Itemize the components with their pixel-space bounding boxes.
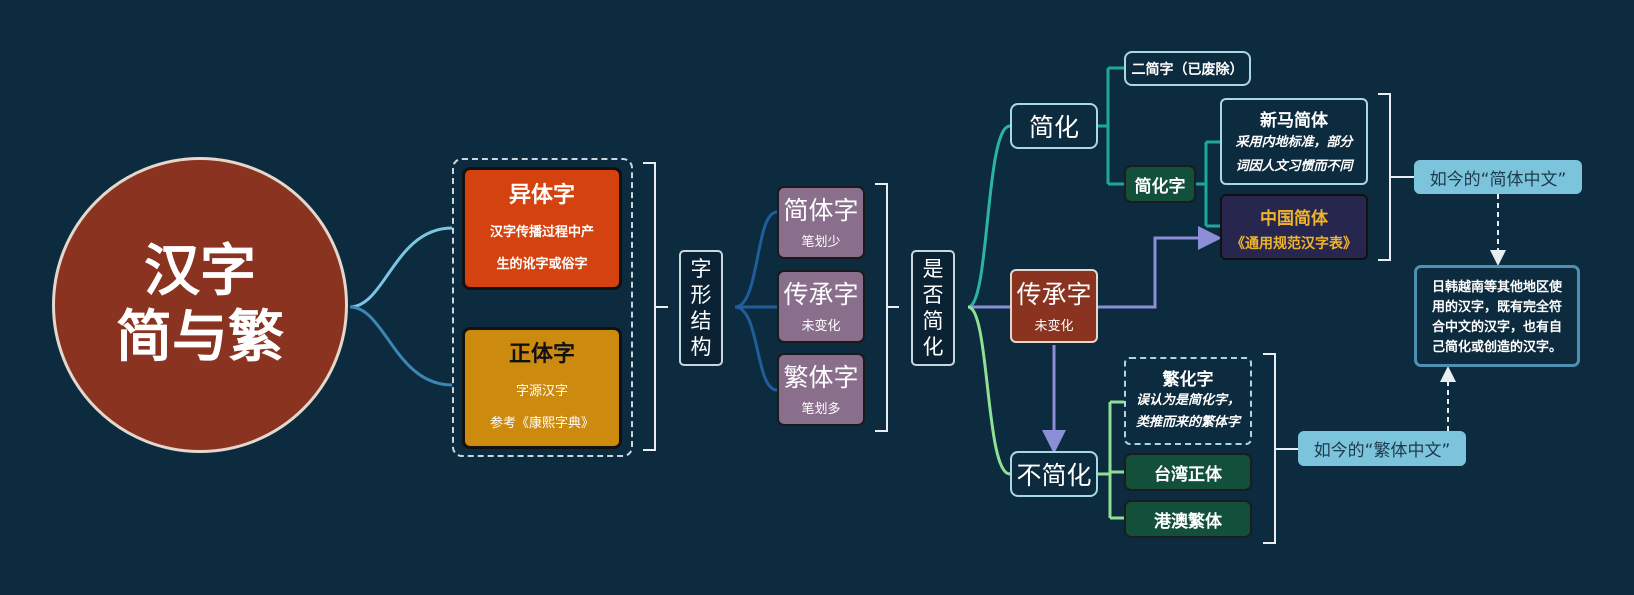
structure-char: 形 [690, 283, 712, 307]
traditional-glyph-title: 繁体字 [783, 363, 859, 392]
fanhua-desc2: 类推而来的繁体字 [1135, 415, 1240, 430]
variant-desc2: 生的讹字或俗字 [496, 256, 588, 272]
xinma-title: 新马简体 [1260, 111, 1328, 131]
structure-char: 构 [690, 335, 712, 359]
root-node-hanzi: 汉字 简与繁 [52, 157, 348, 453]
taiwan-node: 台湾正体 [1124, 453, 1252, 491]
fanhua-title: 繁化字 [1162, 370, 1214, 390]
simplified-glyph-title: 简体字 [783, 196, 859, 225]
china-simplified-sub: 《通用规范汉字表》 [1231, 236, 1357, 252]
inherited-mid-sub: 未变化 [1034, 318, 1074, 334]
simplify-q-char: 简 [922, 309, 944, 333]
note-line4: 己简化或创造的汉字。 [1431, 340, 1562, 355]
simplified-glyph-sub: 笔划少 [801, 235, 841, 250]
simplified-chinese-label: 如今的“简体中文” [1429, 169, 1567, 190]
not-simplify-label: 不简化 [1016, 461, 1092, 490]
variant-character-node: 异体字 汉字传播过程中产 生的讹字或俗字 [462, 167, 622, 290]
inherited-glyph-title: 传承字 [783, 280, 859, 309]
root-line2: 简与繁 [116, 305, 284, 370]
standard-character-node: 正体字 字源汉字 参考《康熙字典》 [462, 327, 622, 449]
simplified-glyph-node: 简体字 笔划少 [777, 186, 865, 259]
simplified-chinese-pill: 如今的“简体中文” [1414, 160, 1582, 194]
taiwan-label: 台湾正体 [1154, 464, 1222, 485]
structure-char: 结 [690, 309, 712, 333]
variant-desc1: 汉字传播过程中产 [489, 224, 594, 240]
note-line1: 日韩越南等其他地区使 [1431, 280, 1562, 295]
simplified-chars-node: 简化字 [1124, 165, 1196, 203]
xinma-desc2: 词因人文习惯而不同 [1235, 159, 1353, 174]
fanhua-node: 繁化字 误认为是简化字， 类推而来的繁体字 [1124, 357, 1252, 445]
dashed-group [452, 158, 633, 457]
hk-macau-label: 港澳繁体 [1154, 511, 1222, 532]
root-line1: 汉字 [144, 239, 256, 304]
inherited-mid-title: 传承字 [1016, 279, 1092, 309]
second-round-node: 二简字（已废除） [1124, 51, 1251, 86]
not-simplify-node: 不简化 [1010, 451, 1098, 497]
simplify-node: 简化 [1010, 103, 1098, 149]
simplify-q-char: 是 [922, 257, 944, 281]
xinma-node: 新马简体 采用内地标准，部分 词因人文习惯而不同 [1220, 98, 1368, 185]
structure-char: 字 [690, 257, 712, 281]
hk-macau-node: 港澳繁体 [1124, 500, 1252, 538]
standard-desc1: 字源汉字 [515, 384, 568, 399]
traditional-glyph-node: 繁体字 笔划多 [777, 353, 865, 426]
simplified-chars-label: 简化字 [1134, 176, 1186, 197]
note-line2: 用的汉字，既有完全符 [1431, 300, 1562, 315]
inherited-glyph-node: 传承字 未变化 [777, 270, 865, 343]
inherited-mid-node: 传承字 未变化 [1010, 269, 1098, 343]
inherited-glyph-sub: 未变化 [801, 319, 841, 334]
standard-title: 正体字 [508, 342, 575, 367]
standard-desc2: 参考《康熙字典》 [489, 416, 594, 431]
note-line3: 合中文的汉字，也有自 [1431, 320, 1562, 335]
fanhua-desc1: 误认为是简化字， [1135, 393, 1240, 408]
simplify-label: 简化 [1028, 113, 1079, 142]
china-simplified-node: 中国简体 《通用规范汉字表》 [1220, 194, 1368, 260]
variant-title: 异体字 [508, 182, 575, 208]
traditional-chinese-label: 如今的“繁体中文” [1313, 441, 1451, 461]
second-round-label: 二简字（已废除） [1131, 61, 1244, 78]
china-simplified-title: 中国简体 [1260, 209, 1328, 229]
simplify-question-node: 是 否 简 化 [911, 250, 955, 366]
structure-node: 字 形 结 构 [679, 250, 723, 366]
traditional-glyph-sub: 笔划多 [801, 402, 841, 417]
simplify-q-char: 化 [922, 335, 944, 359]
simplify-q-char: 否 [922, 283, 944, 307]
traditional-chinese-pill: 如今的“繁体中文” [1298, 431, 1466, 466]
xinma-desc1: 采用内地标准，部分 [1235, 135, 1353, 150]
other-regions-note: 日韩越南等其他地区使 用的汉字，既有完全符 合中文的汉字，也有自 己简化或创造的… [1414, 265, 1580, 367]
